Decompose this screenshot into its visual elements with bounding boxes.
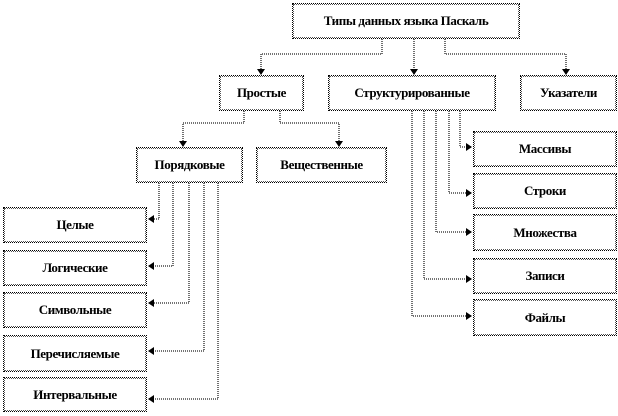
arrow-head	[466, 228, 472, 236]
arrow-head	[148, 262, 154, 270]
node-files: Файлы	[473, 299, 617, 336]
link-structured-arrays	[459, 111, 466, 148]
arrow-head	[335, 141, 343, 147]
link-structured-records	[423, 111, 466, 280]
arrow-head	[148, 347, 154, 355]
link-ordinal-integer	[154, 183, 160, 220]
arrow-head	[148, 299, 154, 307]
node-boolean: Логические	[3, 250, 147, 286]
link-structured-files	[411, 111, 466, 317]
link-structured-strings	[448, 111, 466, 194]
arrow-head	[148, 395, 154, 403]
node-pointers: Указатели	[520, 75, 617, 111]
link-structured-sets	[435, 111, 466, 233]
link-ordinal-interval	[154, 183, 219, 400]
node-records: Записи	[473, 258, 617, 294]
arrow-head	[410, 69, 418, 75]
link-ordinal-enum	[154, 183, 205, 352]
node-interval: Интервальные	[3, 377, 147, 412]
arrow-head	[148, 215, 154, 223]
arrow-head	[257, 69, 265, 75]
link-ordinal-char	[154, 183, 190, 304]
node-sets: Множества	[473, 214, 617, 251]
node-ordinal: Порядковые	[136, 147, 243, 183]
link-root-simple	[260, 39, 383, 70]
link-simple-ordinal	[182, 111, 245, 141]
node-char: Символьные	[3, 292, 147, 328]
node-real: Вещественные	[256, 147, 387, 183]
node-enum: Перечисляемые	[3, 335, 147, 372]
arrow-head	[466, 143, 472, 151]
arrow-head	[562, 69, 570, 75]
node-simple: Простые	[219, 75, 304, 111]
link-root-pointers	[444, 39, 567, 70]
link-ordinal-boolean	[154, 183, 174, 267]
arrow-head	[466, 312, 472, 320]
arrow-head	[466, 275, 472, 283]
node-root: Типы данных языка Паскаль	[292, 3, 520, 39]
arrow-head	[179, 141, 187, 147]
node-structured: Структурированные	[328, 75, 496, 111]
node-strings: Строки	[473, 173, 617, 209]
node-integer: Целые	[3, 207, 147, 243]
arrow-head	[466, 189, 472, 197]
link-simple-real	[279, 111, 340, 141]
node-arrays: Массивы	[473, 131, 617, 167]
